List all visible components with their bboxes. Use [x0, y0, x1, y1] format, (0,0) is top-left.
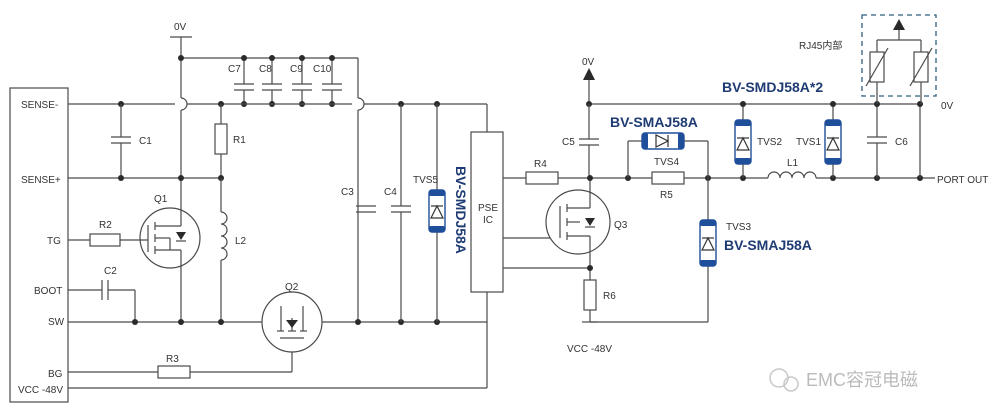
r4-label: R4 [534, 159, 547, 170]
tvs12-part-number: BV-SMDJ58A*2 [722, 79, 823, 95]
tvs2-diode [734, 119, 752, 165]
tvs1-diode [824, 119, 842, 165]
r2-resistor [89, 233, 121, 247]
vout-right-label: 0V [941, 101, 954, 112]
pse-ic-label-1: PSE [478, 203, 498, 214]
rj45-arrow-icon [893, 19, 905, 30]
pin-sw: SW [48, 317, 65, 328]
pin-boot: BOOT [34, 286, 62, 297]
cap-bank-c7-c10 [234, 55, 342, 107]
pin-sense-plus: SENSE+ [21, 175, 61, 186]
c4-label: C4 [384, 187, 397, 198]
pin-tg: TG [47, 236, 61, 247]
wechat-icon [769, 368, 799, 392]
r6-resistor [583, 279, 597, 311]
c9-label: C9 [290, 64, 303, 75]
tvs5-diode [428, 189, 446, 233]
pin-bg: BG [48, 369, 63, 380]
gnd-top-label: 0V [174, 22, 187, 33]
vcc-bottom-label: VCC -48V [567, 344, 612, 355]
tvs4-part-number: BV-SMAJ58A [610, 114, 698, 130]
c5-label: C5 [562, 137, 575, 148]
r2-label: R2 [99, 220, 112, 231]
r6-label: R6 [603, 291, 616, 302]
tvs4-diode [641, 132, 685, 150]
r3-resistor [157, 365, 191, 379]
c8-label: C8 [259, 64, 272, 75]
r5-label: R5 [660, 190, 673, 201]
r4-resistor [525, 171, 559, 185]
pin-vcc: VCC -48V [18, 385, 63, 396]
c7-label: C7 [228, 64, 241, 75]
l1-label: L1 [787, 158, 799, 169]
tvs3-part-number: BV-SMAJ58A [724, 237, 812, 253]
gnd-arrow-icon [583, 68, 595, 80]
c6-label: C6 [895, 137, 908, 148]
c10-label: C10 [313, 64, 332, 75]
c2-label: C2 [104, 266, 117, 277]
l2-inductor [220, 211, 228, 261]
r3-label: R3 [166, 354, 179, 365]
port-out-label: PORT OUT [937, 175, 988, 186]
pse-ic [470, 131, 504, 293]
tvs2-label: TVS2 [757, 137, 782, 148]
rj45-label: RJ45内部 [799, 39, 842, 52]
tvs5-label: TVS5 [413, 175, 438, 186]
pin-sense-minus: SENSE- [21, 100, 58, 111]
q2-label: Q2 [285, 282, 299, 293]
tvs1-label: TVS1 [796, 137, 821, 148]
pse-ic-label-2: IC [483, 215, 493, 226]
l1-inductor [767, 171, 817, 179]
r1-label: R1 [233, 135, 246, 146]
c1-label: C1 [139, 136, 152, 147]
watermark-text: EMC容冠电磁 [806, 370, 918, 390]
q3-label: Q3 [614, 220, 628, 231]
controller-block [9, 87, 69, 403]
tvs4-label: TVS4 [654, 157, 679, 168]
tvs3-diode [699, 219, 717, 267]
tvs3-label: TVS3 [726, 222, 751, 233]
l2-label: L2 [235, 236, 247, 247]
q1-label: Q1 [154, 194, 168, 205]
rj45-box [861, 14, 937, 97]
r1-resistor [214, 123, 228, 155]
c3-label: C3 [341, 187, 354, 198]
r5-resistor [651, 171, 685, 185]
tvs5-part-number: BV-SMDJ58A [453, 166, 469, 254]
vout-top-label: 0V [582, 57, 595, 68]
